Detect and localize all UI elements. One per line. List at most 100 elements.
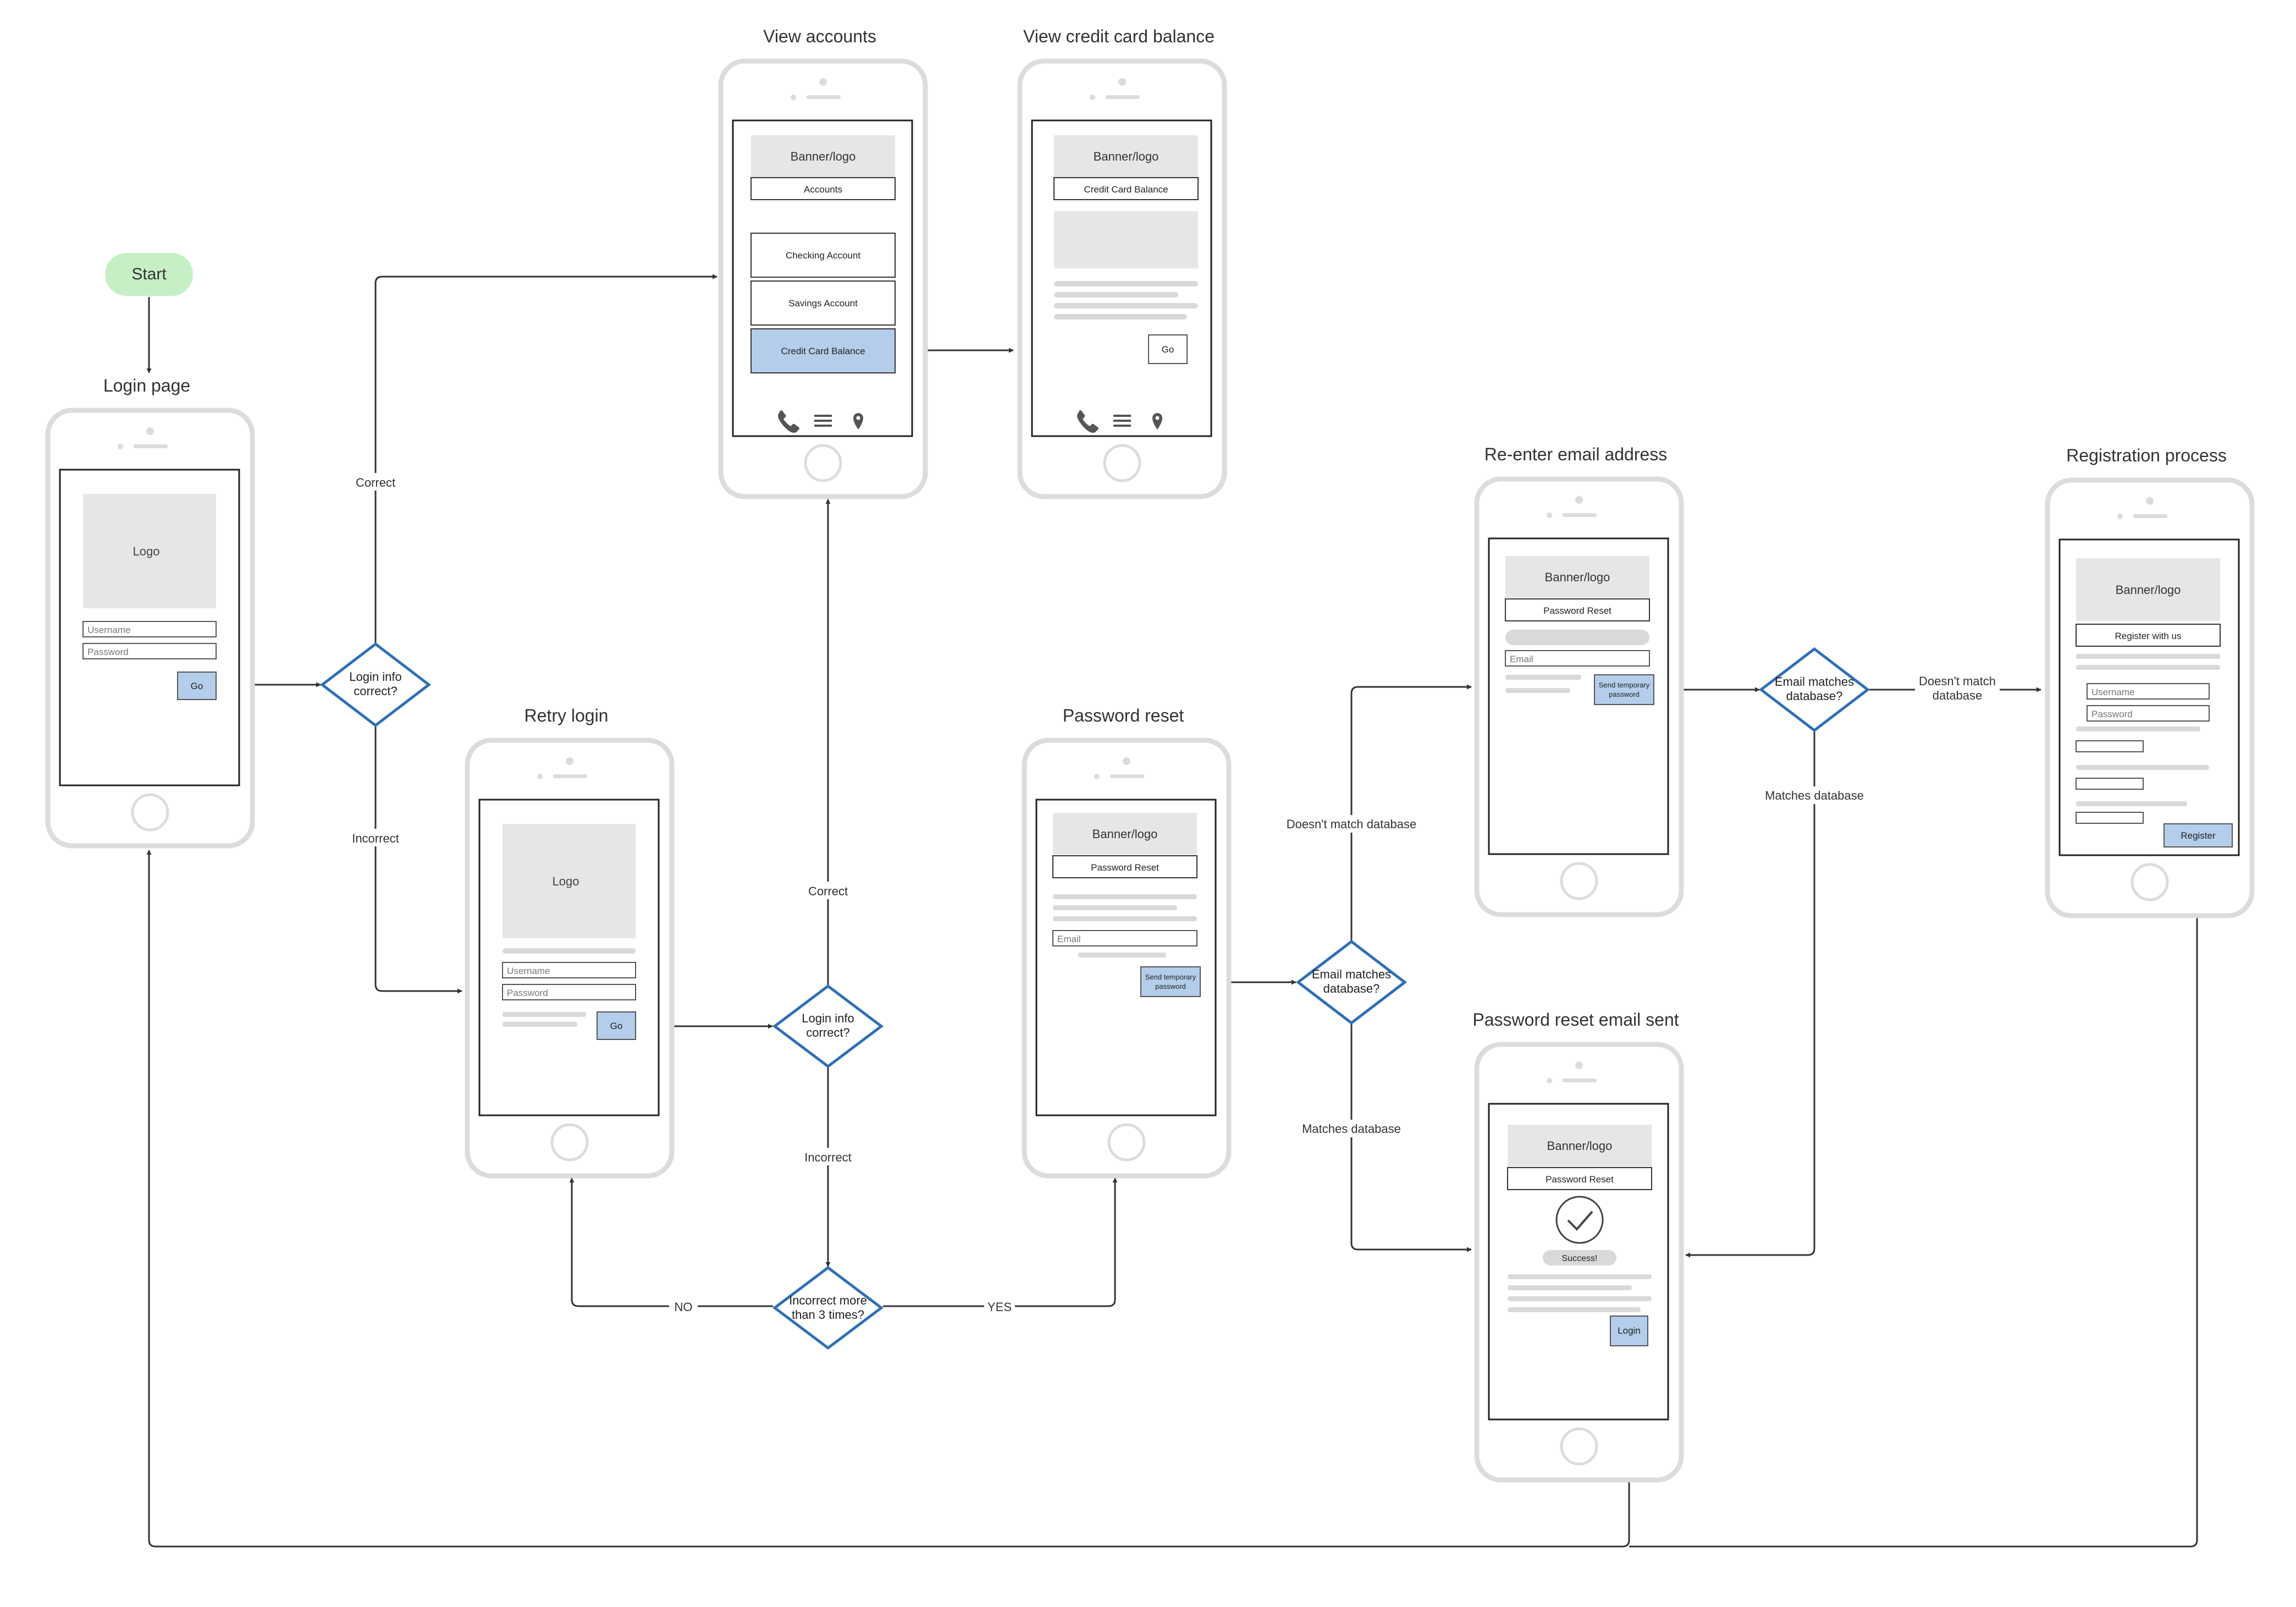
phone-password-reset: Password reset Banner/logo Password Rese… <box>1024 706 1229 1176</box>
phone-registration-process: Registration process Banner/logo Registe… <box>2047 445 2252 916</box>
decision-email-2-line2: database? <box>1786 689 1843 703</box>
send-temporary-password-button[interactable] <box>1594 674 1654 705</box>
password-reset-header-label: Password Reset <box>1091 862 1159 873</box>
password-field[interactable] <box>82 643 217 659</box>
form-field[interactable] <box>2076 778 2144 790</box>
phone-title: Retry login <box>525 706 609 725</box>
phone-title: Registration process <box>2066 445 2227 465</box>
go-button-label: Go <box>610 1021 623 1031</box>
decision-email-1-line2: database? <box>1323 982 1380 995</box>
email-field[interactable] <box>1052 930 1197 946</box>
go-button[interactable] <box>177 672 217 700</box>
location-pin-icon[interactable] <box>853 413 863 430</box>
menu-icon[interactable] <box>1113 415 1131 427</box>
credit-card-balance-button[interactable] <box>750 328 896 373</box>
phone-title: Password reset <box>1063 706 1184 725</box>
login-button[interactable] <box>1610 1316 1648 1346</box>
connector-d1-accounts <box>374 274 718 643</box>
start-node: Start <box>105 253 193 296</box>
edge-label-no: NO <box>675 1300 693 1314</box>
banner-placeholder <box>1053 813 1197 855</box>
phone-login-page: Login page Logo Username Password Go <box>48 376 252 846</box>
connector-login-return <box>146 850 1630 1548</box>
decision-login-1: Login info correct? <box>319 642 432 728</box>
register-header-label: Register with us <box>2115 631 2182 641</box>
text-line-placeholder <box>1054 281 1198 287</box>
text-line-placeholder <box>503 1022 577 1027</box>
register-button[interactable] <box>2163 823 2233 847</box>
banner-label: Banner/logo <box>1547 1139 1613 1153</box>
text-line-placeholder <box>2076 727 2200 731</box>
decision-attempts-line1: Incorrect more <box>789 1294 867 1307</box>
phone-reenter-email: Re-enter email address Banner/logo Passw… <box>1477 444 1681 915</box>
form-field[interactable] <box>2076 812 2144 824</box>
credit-header-label: Credit Card Balance <box>1084 184 1168 195</box>
login-button-label: Login <box>1618 1325 1641 1336</box>
username-field[interactable] <box>502 962 636 978</box>
text-line-placeholder <box>503 948 636 954</box>
decision-login-2-line2: correct? <box>806 1026 849 1039</box>
email-placeholder: Email <box>1057 934 1081 944</box>
phone-icon[interactable] <box>778 410 799 433</box>
password-placeholder: Password <box>2091 709 2133 719</box>
text-line-placeholder <box>2076 765 2209 770</box>
start-label: Start <box>131 265 167 283</box>
username-field[interactable] <box>2087 683 2210 700</box>
edge-labels: Correct Incorrect Correct Incorrect NO Y… <box>341 473 2000 1314</box>
decision-attempts-line2: than 3 times? <box>792 1308 864 1322</box>
decision-email-1-line1: Email matches <box>1312 967 1391 981</box>
location-pin-icon[interactable] <box>1152 413 1162 430</box>
go-button[interactable] <box>597 1011 636 1040</box>
error-message-placeholder <box>1505 630 1649 645</box>
text-line-placeholder <box>2076 654 2220 659</box>
send-button-line2: password <box>1609 690 1640 698</box>
username-placeholder: Username <box>87 625 130 635</box>
go-button[interactable] <box>1148 334 1188 364</box>
logo-label: Logo <box>133 544 160 558</box>
register-header <box>2076 624 2221 647</box>
form-field[interactable] <box>2076 740 2144 752</box>
banner-placeholder <box>1054 135 1198 177</box>
send-temporary-password-button[interactable] <box>1140 966 1201 997</box>
password-field[interactable] <box>2087 705 2210 722</box>
phone-title: View accounts <box>763 26 876 46</box>
password-placeholder: Password <box>507 988 548 998</box>
email-field[interactable] <box>1505 650 1650 667</box>
decisions: Login info correct? Login info correct? … <box>319 642 1870 1350</box>
password-reset-header <box>1052 855 1197 878</box>
text-line-placeholder <box>1505 675 1581 680</box>
text-line-placeholder <box>2076 801 2187 806</box>
email-placeholder: Email <box>1510 654 1533 664</box>
phone-title: Re-enter email address <box>1484 444 1668 464</box>
edge-label-correct-1: Correct <box>356 476 395 489</box>
password-reset-header <box>1507 1167 1652 1190</box>
username-field[interactable] <box>82 621 217 637</box>
savings-account-button[interactable] <box>750 280 896 326</box>
password-field[interactable] <box>502 984 636 1000</box>
phone-title: View credit card balance <box>1023 26 1215 46</box>
text-line-placeholder <box>1078 953 1166 957</box>
phone-title: Login page <box>103 376 190 395</box>
go-button-label: Go <box>1162 344 1174 355</box>
checking-account-button[interactable] <box>750 233 896 278</box>
savings-account-label: Savings Account <box>788 298 858 309</box>
connector-d4-sent <box>1350 1023 1472 1252</box>
edge-label-correct-2: Correct <box>808 884 848 898</box>
checkmark-icon <box>1555 1196 1604 1244</box>
text-line-placeholder <box>1054 303 1198 309</box>
connector-d3-retry <box>569 1177 773 1307</box>
menu-icon[interactable] <box>814 415 832 427</box>
accounts-header-label: Accounts <box>804 184 842 195</box>
logo-placeholder <box>503 824 636 938</box>
accounts-header <box>750 177 896 200</box>
phone-icon[interactable] <box>1077 410 1099 433</box>
edge-label-doesnt-match-1: Doesn't match database <box>1287 817 1417 831</box>
banner-placeholder <box>2076 558 2220 621</box>
success-pill <box>1543 1250 1616 1265</box>
text-line-placeholder <box>1053 916 1197 921</box>
send-button-line1: Send temporary <box>1599 681 1650 689</box>
password-reset-header-label: Password Reset <box>1546 1174 1614 1185</box>
banner-label: Banner/logo <box>1092 827 1158 841</box>
